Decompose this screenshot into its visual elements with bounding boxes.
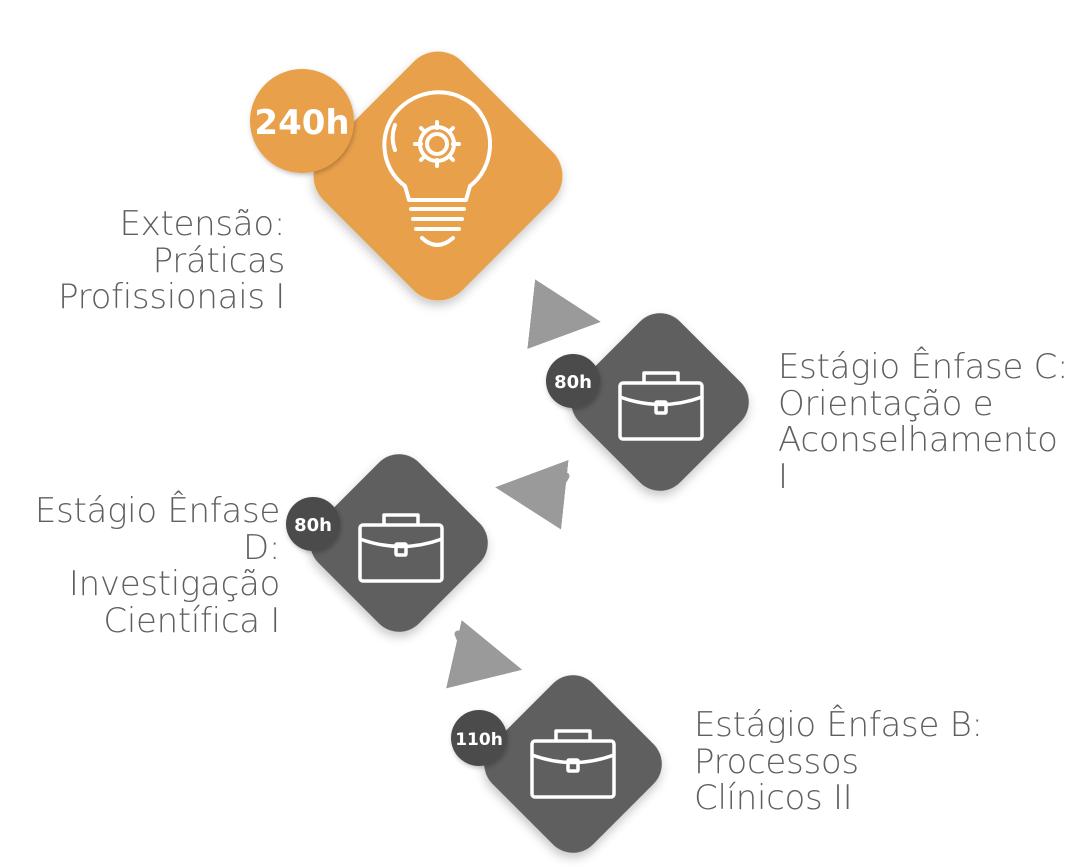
step-2-label-line-2: Orientação e (778, 383, 994, 424)
step-3-node: 80h (286, 454, 488, 632)
step-4-label-line-1: Estágio Ênfase B: (694, 705, 983, 745)
step-1-label-line-1: Extensão: (119, 204, 285, 244)
step-3-label: Estágio Ênfase D: Investigação Científic… (0, 493, 280, 640)
step-1-hours: 240h (254, 103, 349, 143)
step-2-label-line-3: Aconselhamento I (778, 420, 1058, 498)
step-2-hours: 80h (554, 372, 592, 393)
briefcase-icon (358, 513, 444, 583)
arrow-3-to-4 (446, 620, 523, 689)
lightbulb-gear-icon (382, 90, 492, 247)
step-2-label: Estágio Ênfase C: Orientação e Aconselha… (778, 349, 1074, 496)
step-2-badge (546, 354, 600, 408)
step-1-badge (250, 69, 354, 173)
step-1-diamond (313, 51, 563, 301)
briefcase-icon (618, 371, 704, 441)
briefcase-icon (530, 729, 616, 799)
step-2-node: 80h (546, 313, 749, 491)
step-1-label-line-3: Profissionais I (58, 277, 285, 318)
step-1-node: 240h (250, 51, 563, 301)
step-4-badge (451, 710, 507, 766)
step-4-label: Estágio Ênfase B: Processos Clínicos II (694, 707, 983, 817)
step-4-hours: 110h (455, 730, 503, 750)
arrow-2-to-3 (495, 459, 570, 530)
step-1-label: Extensão: Práticas Profissionais I (58, 206, 285, 316)
step-3-hours: 80h (294, 515, 332, 536)
step-4-node: 110h (451, 675, 662, 853)
step-1-label-line-2: Práticas (152, 240, 286, 281)
step-3-label-line-3: Científica I (103, 601, 280, 642)
step-3-label-line-2: Investigação (68, 564, 280, 605)
step-4-label-line-2: Processos (694, 741, 859, 782)
step-3-badge (286, 497, 340, 551)
arrow-1-to-2 (527, 279, 601, 349)
step-4-label-line-3: Clínicos II (694, 778, 853, 819)
step-2-label-line-1: Estágio Ênfase C: (778, 347, 1069, 387)
step-3-label-line-1: Estágio Ênfase D: (34, 491, 280, 568)
